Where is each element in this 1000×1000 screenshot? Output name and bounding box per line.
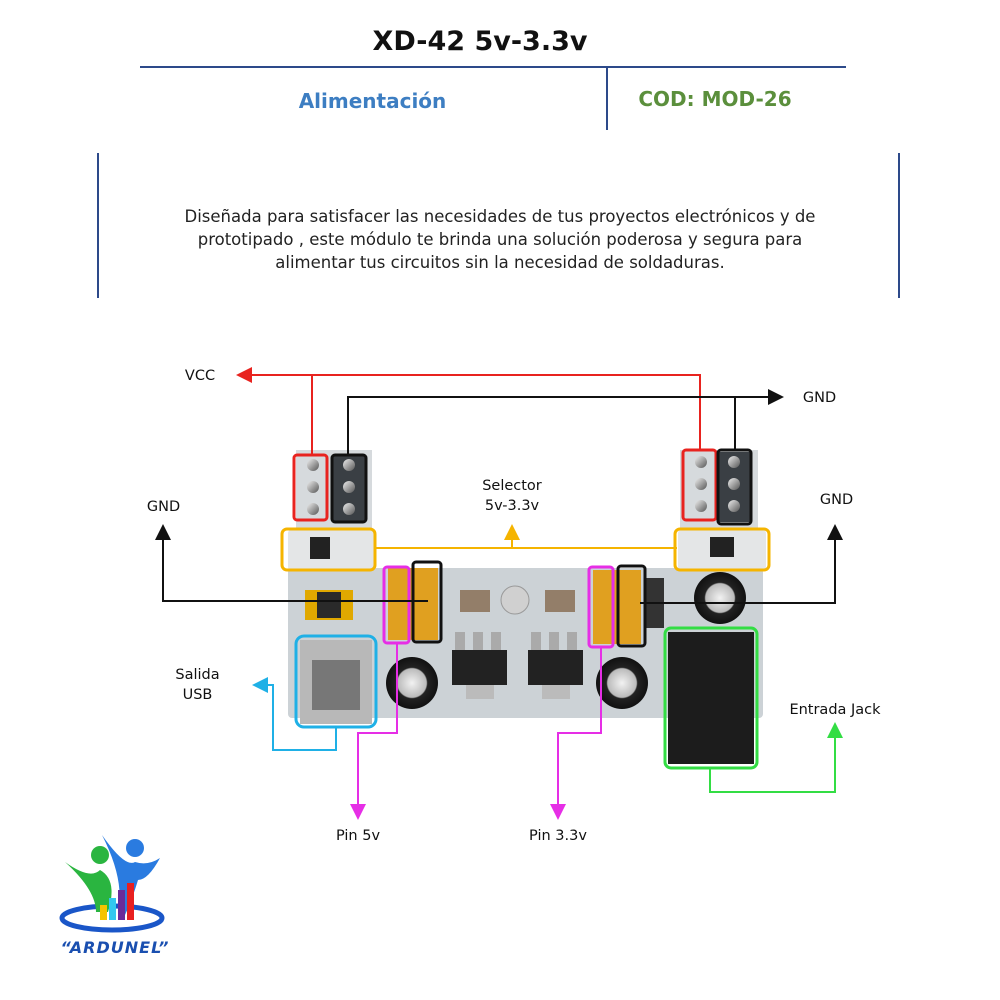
pin5-arrow xyxy=(350,643,398,820)
jack-label: Entrada Jack xyxy=(789,702,881,718)
description-border-right xyxy=(898,153,900,298)
description-line: alimentar tus circuitos sin la necesidad… xyxy=(275,253,725,272)
product-code: COD: MOD-26 xyxy=(638,87,792,111)
pin33-label: Pin 3.3v xyxy=(529,828,587,844)
vcc-arrow xyxy=(236,367,701,450)
usb-label-line: Salida xyxy=(175,667,220,683)
category-label: Alimentación xyxy=(298,89,447,113)
selector-right-box xyxy=(673,527,771,572)
gnd-right-label: GND xyxy=(819,492,854,508)
header-column-divider xyxy=(606,67,608,130)
description: Diseñada para satisfacer las necesidades… xyxy=(110,205,890,274)
pin33-arrow xyxy=(550,647,602,820)
page-title: XD-42 5v-3.3v xyxy=(372,26,588,57)
description-line: Diseñada para satisfacer las necesidades… xyxy=(184,207,816,226)
selector-left-box xyxy=(280,527,377,572)
gnd-left-label: GND xyxy=(146,499,181,515)
ardunel-logo-text: “ARDUNEL” xyxy=(60,938,170,957)
description-line: prototipado , este módulo te brinda una … xyxy=(197,230,803,249)
vcc-label: VCC xyxy=(184,368,216,384)
ardunel-logo xyxy=(59,835,165,933)
jack-arrow xyxy=(709,722,843,793)
gnd-right-arrow xyxy=(640,524,843,604)
gnd-top-arrow xyxy=(347,389,784,455)
selector-label-line: 5v-3.3v xyxy=(484,498,540,514)
selector-label-line: Selector xyxy=(482,478,542,494)
usb-arrow xyxy=(252,677,337,751)
title-divider xyxy=(140,66,846,68)
description-border-left xyxy=(97,153,99,298)
gnd-left-arrow xyxy=(155,524,428,602)
usb-label: Salida USB xyxy=(165,665,230,705)
gnd-top-label: GND xyxy=(802,390,837,406)
header-gnd-right-box xyxy=(616,564,647,648)
usb-label-line: USB xyxy=(182,687,213,703)
selector-label: Selector 5v-3.3v xyxy=(452,476,572,516)
pin5-label: Pin 5v xyxy=(335,828,381,844)
vcc-left-box xyxy=(292,453,329,522)
